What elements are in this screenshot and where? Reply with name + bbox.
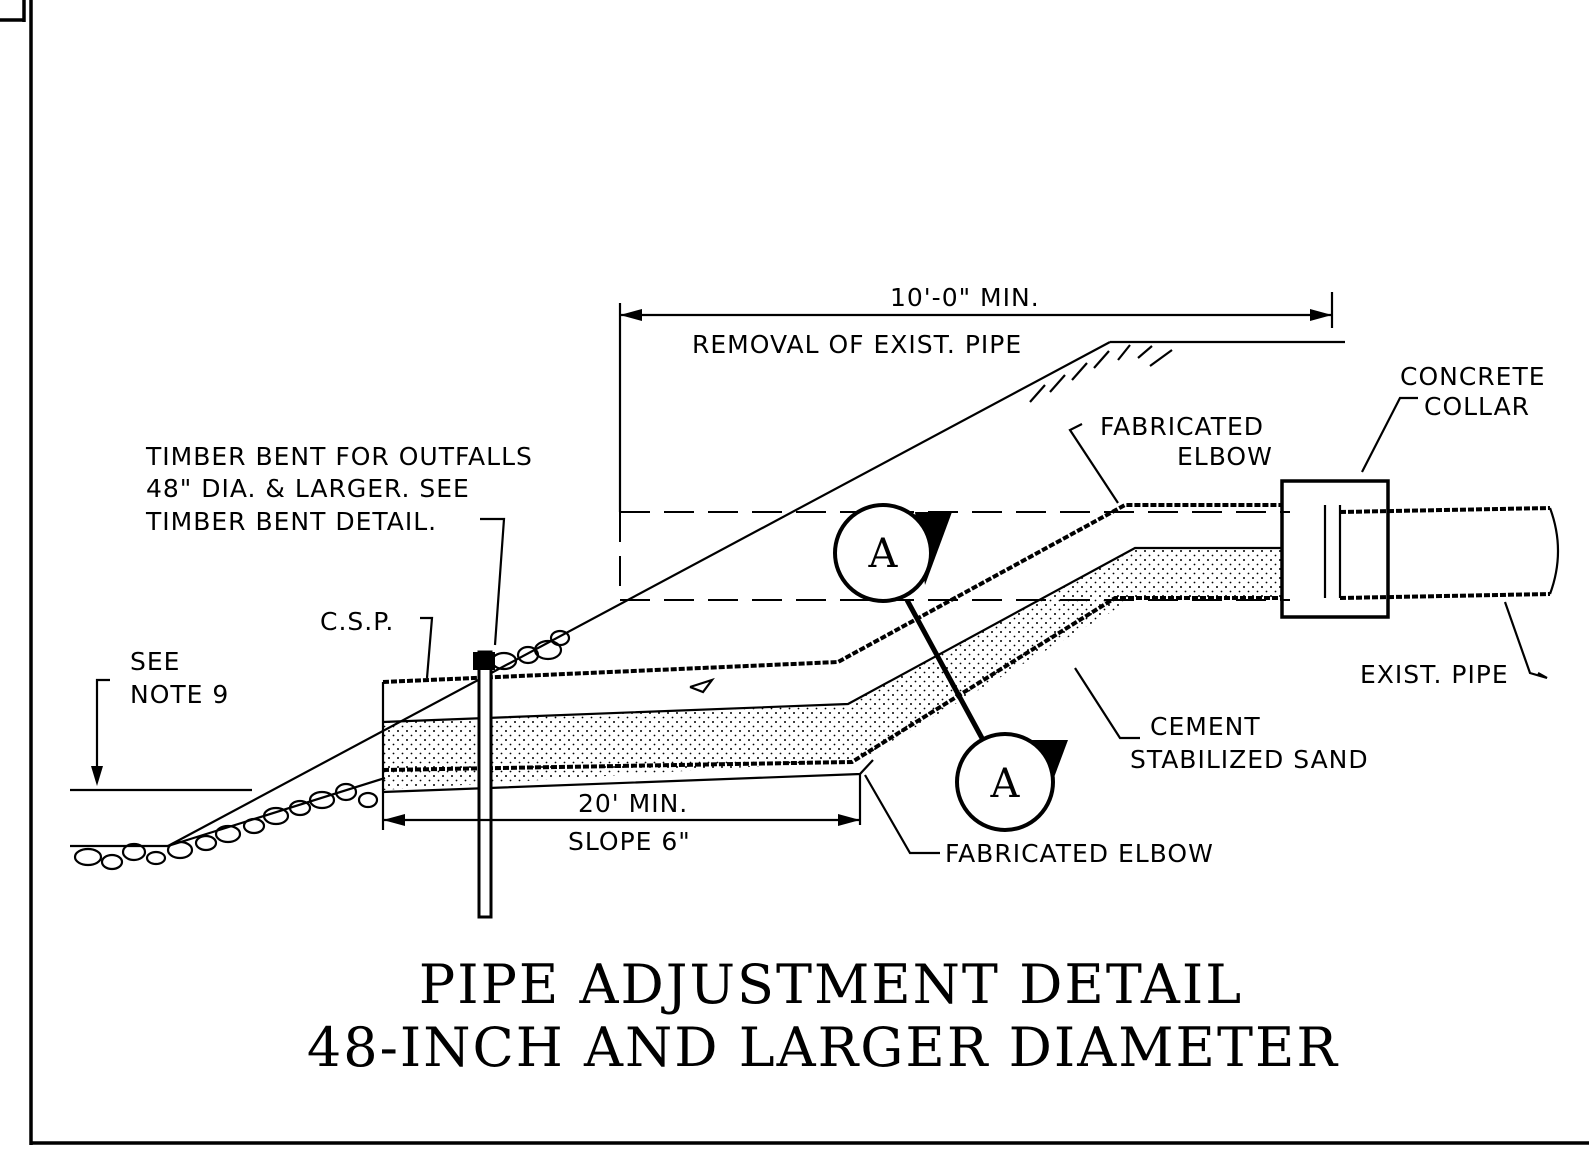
fabricated-elbow-top-label-1: FABRICATED <box>1100 412 1264 441</box>
dimension-bottom-label: 20' MIN. <box>578 789 688 818</box>
fabricated-elbow-top-label-2: ELBOW <box>1177 442 1273 471</box>
dimension-top-label: 10'-0" MIN. <box>890 283 1040 312</box>
see-note-label-2: NOTE 9 <box>130 680 229 709</box>
new-pipe <box>381 503 1282 792</box>
title-line-1: PIPE ADJUSTMENT DETAIL <box>419 953 1243 1016</box>
timber-bent-label-2: 48" DIA. & LARGER. SEE <box>146 474 470 503</box>
existing-pipe <box>1339 506 1560 600</box>
section-marker-bottom <box>955 732 1068 832</box>
timber-bent-label-1: TIMBER BENT FOR OUTFALLS <box>145 442 533 471</box>
sand-edges <box>382 546 1282 825</box>
leaders <box>91 396 1548 855</box>
title-line-2: 48-INCH AND LARGER DIAMETER <box>307 1016 1339 1079</box>
dimension-top <box>618 292 1334 512</box>
embankment-slope <box>70 340 1345 848</box>
section-cut-line <box>904 598 986 742</box>
cement-stabilized-sand <box>383 548 1282 790</box>
section-marker-top <box>833 503 952 603</box>
timber-bent <box>473 650 495 919</box>
dimension-bottom <box>381 792 860 830</box>
section-tag-top: A <box>868 531 899 577</box>
concrete-collar <box>1280 479 1390 619</box>
ground-hatch <box>1029 344 1173 403</box>
concrete-collar-label-2: COLLAR <box>1424 392 1530 421</box>
timber-bent-label-3: TIMBER BENT DETAIL. <box>145 507 437 536</box>
concrete-collar-label-1: CONCRETE <box>1400 362 1546 391</box>
cement-sand-label-1: CEMENT <box>1150 712 1261 741</box>
riprap <box>73 629 571 871</box>
removal-label: REMOVAL OF EXIST. PIPE <box>692 330 1022 359</box>
fabricated-elbow-bottom-label: FABRICATED ELBOW <box>945 839 1214 868</box>
exist-pipe-label: EXIST. PIPE <box>1360 660 1509 689</box>
slope-label: SLOPE 6" <box>568 827 691 856</box>
cement-sand-label-2: STABILIZED SAND <box>1130 745 1369 774</box>
section-tag-bottom: A <box>990 761 1021 807</box>
csp-label: C.S.P. <box>320 607 394 636</box>
see-note-label-1: SEE <box>130 647 180 676</box>
